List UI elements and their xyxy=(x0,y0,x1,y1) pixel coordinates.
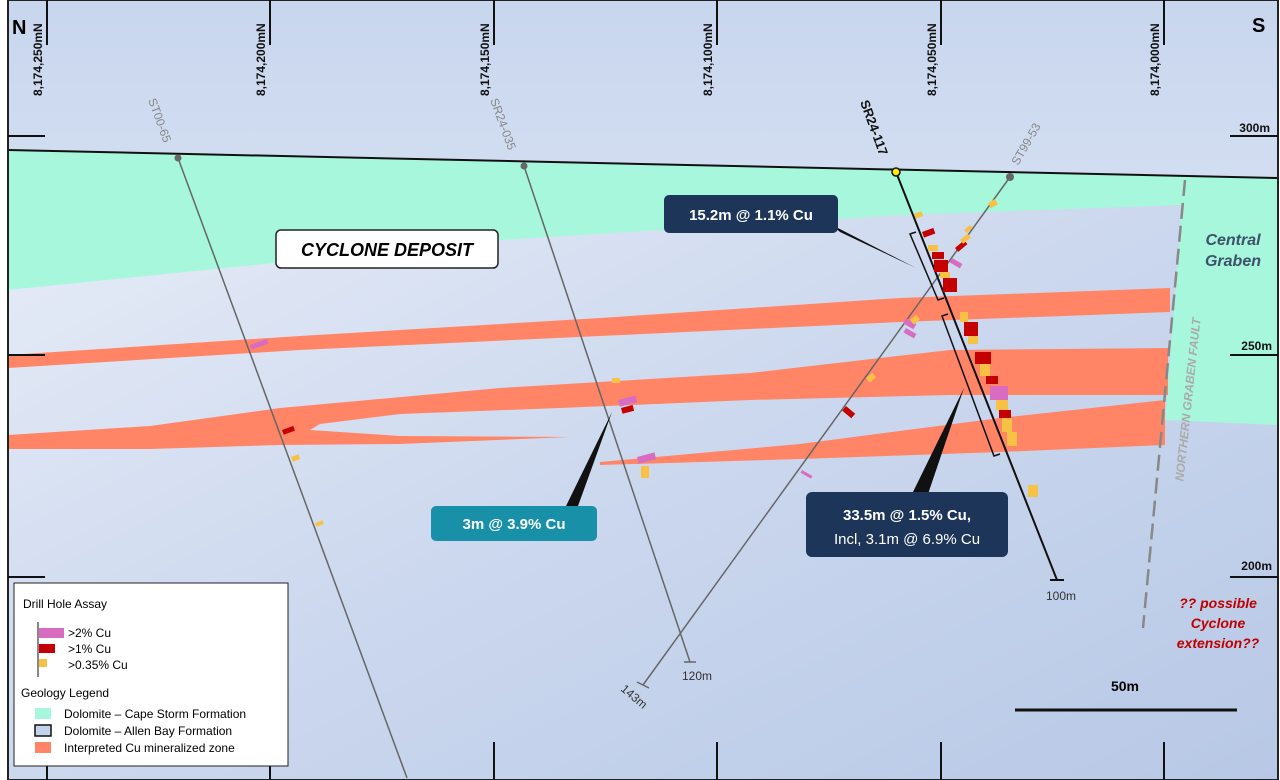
left-intercept-callout: 3m @ 3.9% Cu xyxy=(431,506,597,541)
legend-swatch-allen-bay xyxy=(34,724,52,737)
extension-note: extension?? xyxy=(1177,635,1260,651)
svg-text:Incl, 3.1m @ 6.9% Cu: Incl, 3.1m @ 6.9% Cu xyxy=(834,531,980,548)
svg-text:>1% Cu: >1% Cu xyxy=(68,642,111,656)
frame xyxy=(7,0,1279,780)
svg-text:3m @ 3.9% Cu: 3m @ 3.9% Cu xyxy=(463,516,566,533)
main-intercept-callout: 33.5m @ 1.5% Cu, Incl, 3.1m @ 6.9% Cu xyxy=(806,492,1008,557)
svg-text:>2% Cu: >2% Cu xyxy=(68,626,111,640)
extension-note: ?? possible xyxy=(1179,595,1257,611)
northing-label: 8,174,250mN xyxy=(31,23,45,96)
elevation-label: 200m xyxy=(1241,559,1272,573)
svg-text:Dolomite – Cape Storm Formatio: Dolomite – Cape Storm Formation xyxy=(64,707,246,721)
mineralized-zones xyxy=(8,288,1170,465)
title-callout: CYCLONE DEPOSIT xyxy=(275,229,499,269)
topographic-surface xyxy=(7,149,1279,179)
legend-swatch-2pct xyxy=(39,628,64,638)
central-graben-label: Central xyxy=(1205,232,1261,249)
scale-label: 50m xyxy=(1111,678,1139,694)
elevation-label: 250m xyxy=(1241,339,1272,353)
central-graben-label: Graben xyxy=(1205,253,1261,270)
svg-text:>0.35% Cu: >0.35% Cu xyxy=(68,658,128,672)
callout-pointer xyxy=(912,388,964,494)
northing-label: 8,174,000mN xyxy=(1148,23,1162,96)
interval-brackets xyxy=(908,231,1001,457)
south-label: S xyxy=(1252,15,1265,37)
northing-label: 8,174,200mN xyxy=(254,23,268,96)
northing-label: 8,174,100mN xyxy=(701,23,715,96)
legend-swatch-1pct xyxy=(39,644,55,653)
legend: Drill Hole Assay >2% Cu >1% Cu >0.35% Cu… xyxy=(13,582,289,767)
legend-swatch-035pct xyxy=(39,659,47,667)
svg-text:Dolomite – Allen Bay Formation: Dolomite – Allen Bay Formation xyxy=(64,724,232,738)
fault-line xyxy=(1141,179,1187,629)
assay-intervals xyxy=(249,198,1038,527)
cape-storm-formation xyxy=(8,150,1278,425)
elevation-label: 300m xyxy=(1239,121,1270,135)
northing-label: 8,174,150mN xyxy=(478,23,492,96)
legend-swatch-mineralized xyxy=(35,742,51,753)
callout-pointer xyxy=(566,412,612,506)
callout-pointer xyxy=(832,225,916,268)
svg-text:33.5m @ 1.5% Cu,: 33.5m @ 1.5% Cu, xyxy=(843,507,971,524)
legend-swatch-cape-storm xyxy=(35,708,51,719)
hole-depth-sr24-117: 100m xyxy=(1046,589,1076,603)
svg-text:Drill Hole Assay: Drill Hole Assay xyxy=(23,597,107,611)
grid-ticks xyxy=(8,0,1278,780)
svg-text:Geology Legend: Geology Legend xyxy=(21,686,109,700)
extension-note: Cyclone xyxy=(1191,615,1246,631)
hole-depth-sr24-035: 120m xyxy=(682,669,712,683)
svg-text:CYCLONE DEPOSIT: CYCLONE DEPOSIT xyxy=(301,240,475,260)
svg-text:15.2m @ 1.1% Cu: 15.2m @ 1.1% Cu xyxy=(689,207,813,224)
drill-holes xyxy=(174,154,1064,779)
north-label: N xyxy=(12,17,26,39)
svg-text:Interpreted Cu mineralized zon: Interpreted Cu mineralized zone xyxy=(64,741,235,755)
northing-label: 8,174,050mN xyxy=(925,23,939,96)
upper-intercept-callout: 15.2m @ 1.1% Cu xyxy=(664,195,838,233)
